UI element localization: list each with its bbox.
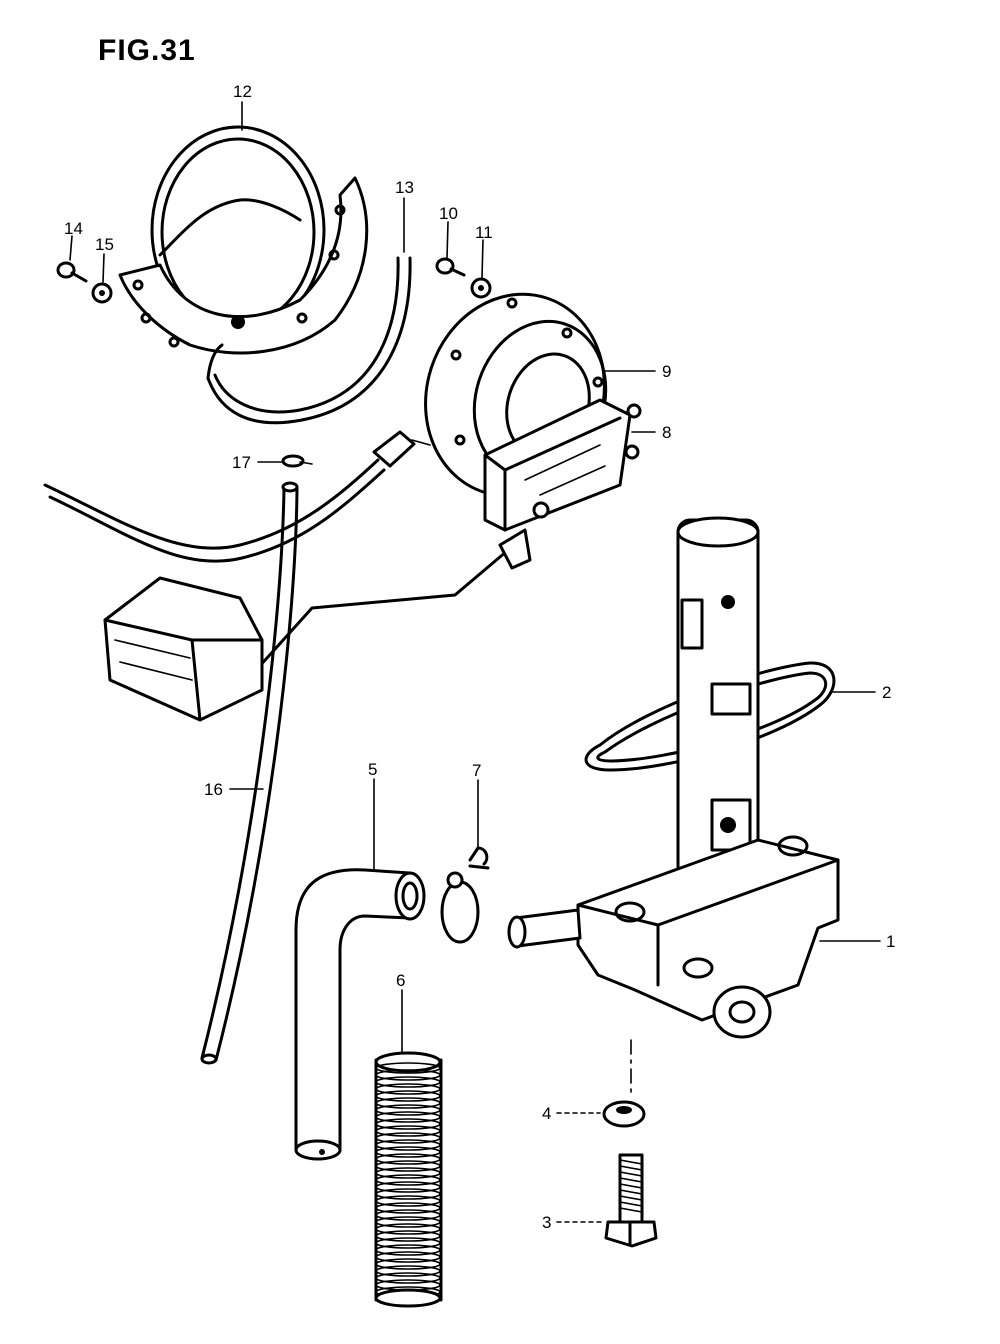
spring-coil	[375, 1202, 441, 1214]
part-11-washer	[470, 277, 492, 299]
spring-coil	[375, 1188, 441, 1200]
callout-15: 15	[95, 235, 114, 254]
spring-coil	[375, 1069, 441, 1081]
callout-4: 4	[542, 1104, 551, 1123]
callout-10: 10	[439, 204, 458, 223]
spring-coil	[375, 1265, 441, 1277]
part-7-hose-clip	[440, 846, 490, 944]
spring-coil	[375, 1251, 441, 1263]
spring-coil	[375, 1195, 441, 1207]
spring-coil	[375, 1216, 441, 1228]
spring-coil	[375, 1230, 441, 1242]
part-6-spring	[374, 1051, 443, 1308]
callout-13: 13	[395, 178, 414, 197]
figure-title: FIG.31	[98, 34, 196, 67]
spring-coil	[375, 1223, 441, 1235]
part-12-ring	[118, 125, 369, 355]
spring-coil	[375, 1160, 441, 1172]
part-14-screw	[56, 261, 88, 283]
bolt-thread-line	[619, 1165, 643, 1171]
callout-16: 16	[204, 780, 223, 799]
spring-coil	[375, 1132, 441, 1144]
part-sensor-block	[103, 576, 264, 722]
spring-coil	[375, 1181, 441, 1193]
bolt-thread-line	[619, 1159, 643, 1165]
part-17-clip	[281, 454, 313, 468]
spring-coil	[375, 1076, 441, 1088]
part-1-fuel-cock	[507, 516, 840, 1039]
spring-coil	[375, 1146, 441, 1158]
part-8-sender	[483, 398, 642, 532]
spring-coil	[375, 1118, 441, 1130]
callout-14: 14	[64, 219, 83, 238]
spring-coil	[375, 1237, 441, 1249]
bolt-thread-line	[619, 1195, 643, 1201]
callout-2: 2	[882, 683, 891, 702]
callout-17: 17	[232, 453, 251, 472]
bolt-thread-line	[619, 1207, 643, 1213]
callout-12: 12	[233, 82, 252, 101]
bolt-thread-line	[619, 1171, 643, 1177]
callout-8: 8	[662, 423, 671, 442]
callout-7: 7	[472, 761, 481, 780]
part-4-washer	[602, 1100, 646, 1128]
spring-coil	[375, 1167, 441, 1179]
part-5-elbow-hose	[294, 868, 426, 1161]
part-16-hose	[200, 481, 299, 1065]
spring-coil	[375, 1209, 441, 1221]
spring-coil	[375, 1111, 441, 1123]
spring-coil	[375, 1083, 441, 1095]
spring-coil	[375, 1244, 441, 1256]
callout-9: 9	[662, 362, 671, 381]
spring-coil	[375, 1272, 441, 1284]
bolt-thread-line	[619, 1201, 643, 1207]
bolt-thread-line	[619, 1189, 643, 1195]
spring-coil	[375, 1139, 441, 1151]
spring-coil	[375, 1125, 441, 1137]
callout-5: 5	[368, 760, 377, 779]
part-3-bolt	[604, 1153, 658, 1248]
leader-lines	[69, 101, 881, 1223]
spring-coil	[375, 1174, 441, 1186]
bolt-thread-line	[619, 1183, 643, 1189]
part-13-gasket	[206, 256, 412, 425]
spring-coil	[375, 1258, 441, 1270]
part-wire-harness	[43, 430, 532, 690]
bolt-thread-line	[619, 1177, 643, 1183]
callout-1: 1	[886, 932, 895, 951]
spring-coil	[375, 1062, 441, 1074]
callout-6: 6	[396, 971, 405, 990]
part-15-washer	[91, 282, 113, 304]
spring-coil	[375, 1097, 441, 1109]
part-10-screw	[435, 257, 466, 277]
spring-coil	[375, 1153, 441, 1165]
spring-coil	[375, 1104, 441, 1116]
callout-11: 11	[475, 223, 493, 242]
callout-3: 3	[542, 1213, 551, 1232]
spring-coil	[375, 1090, 441, 1102]
